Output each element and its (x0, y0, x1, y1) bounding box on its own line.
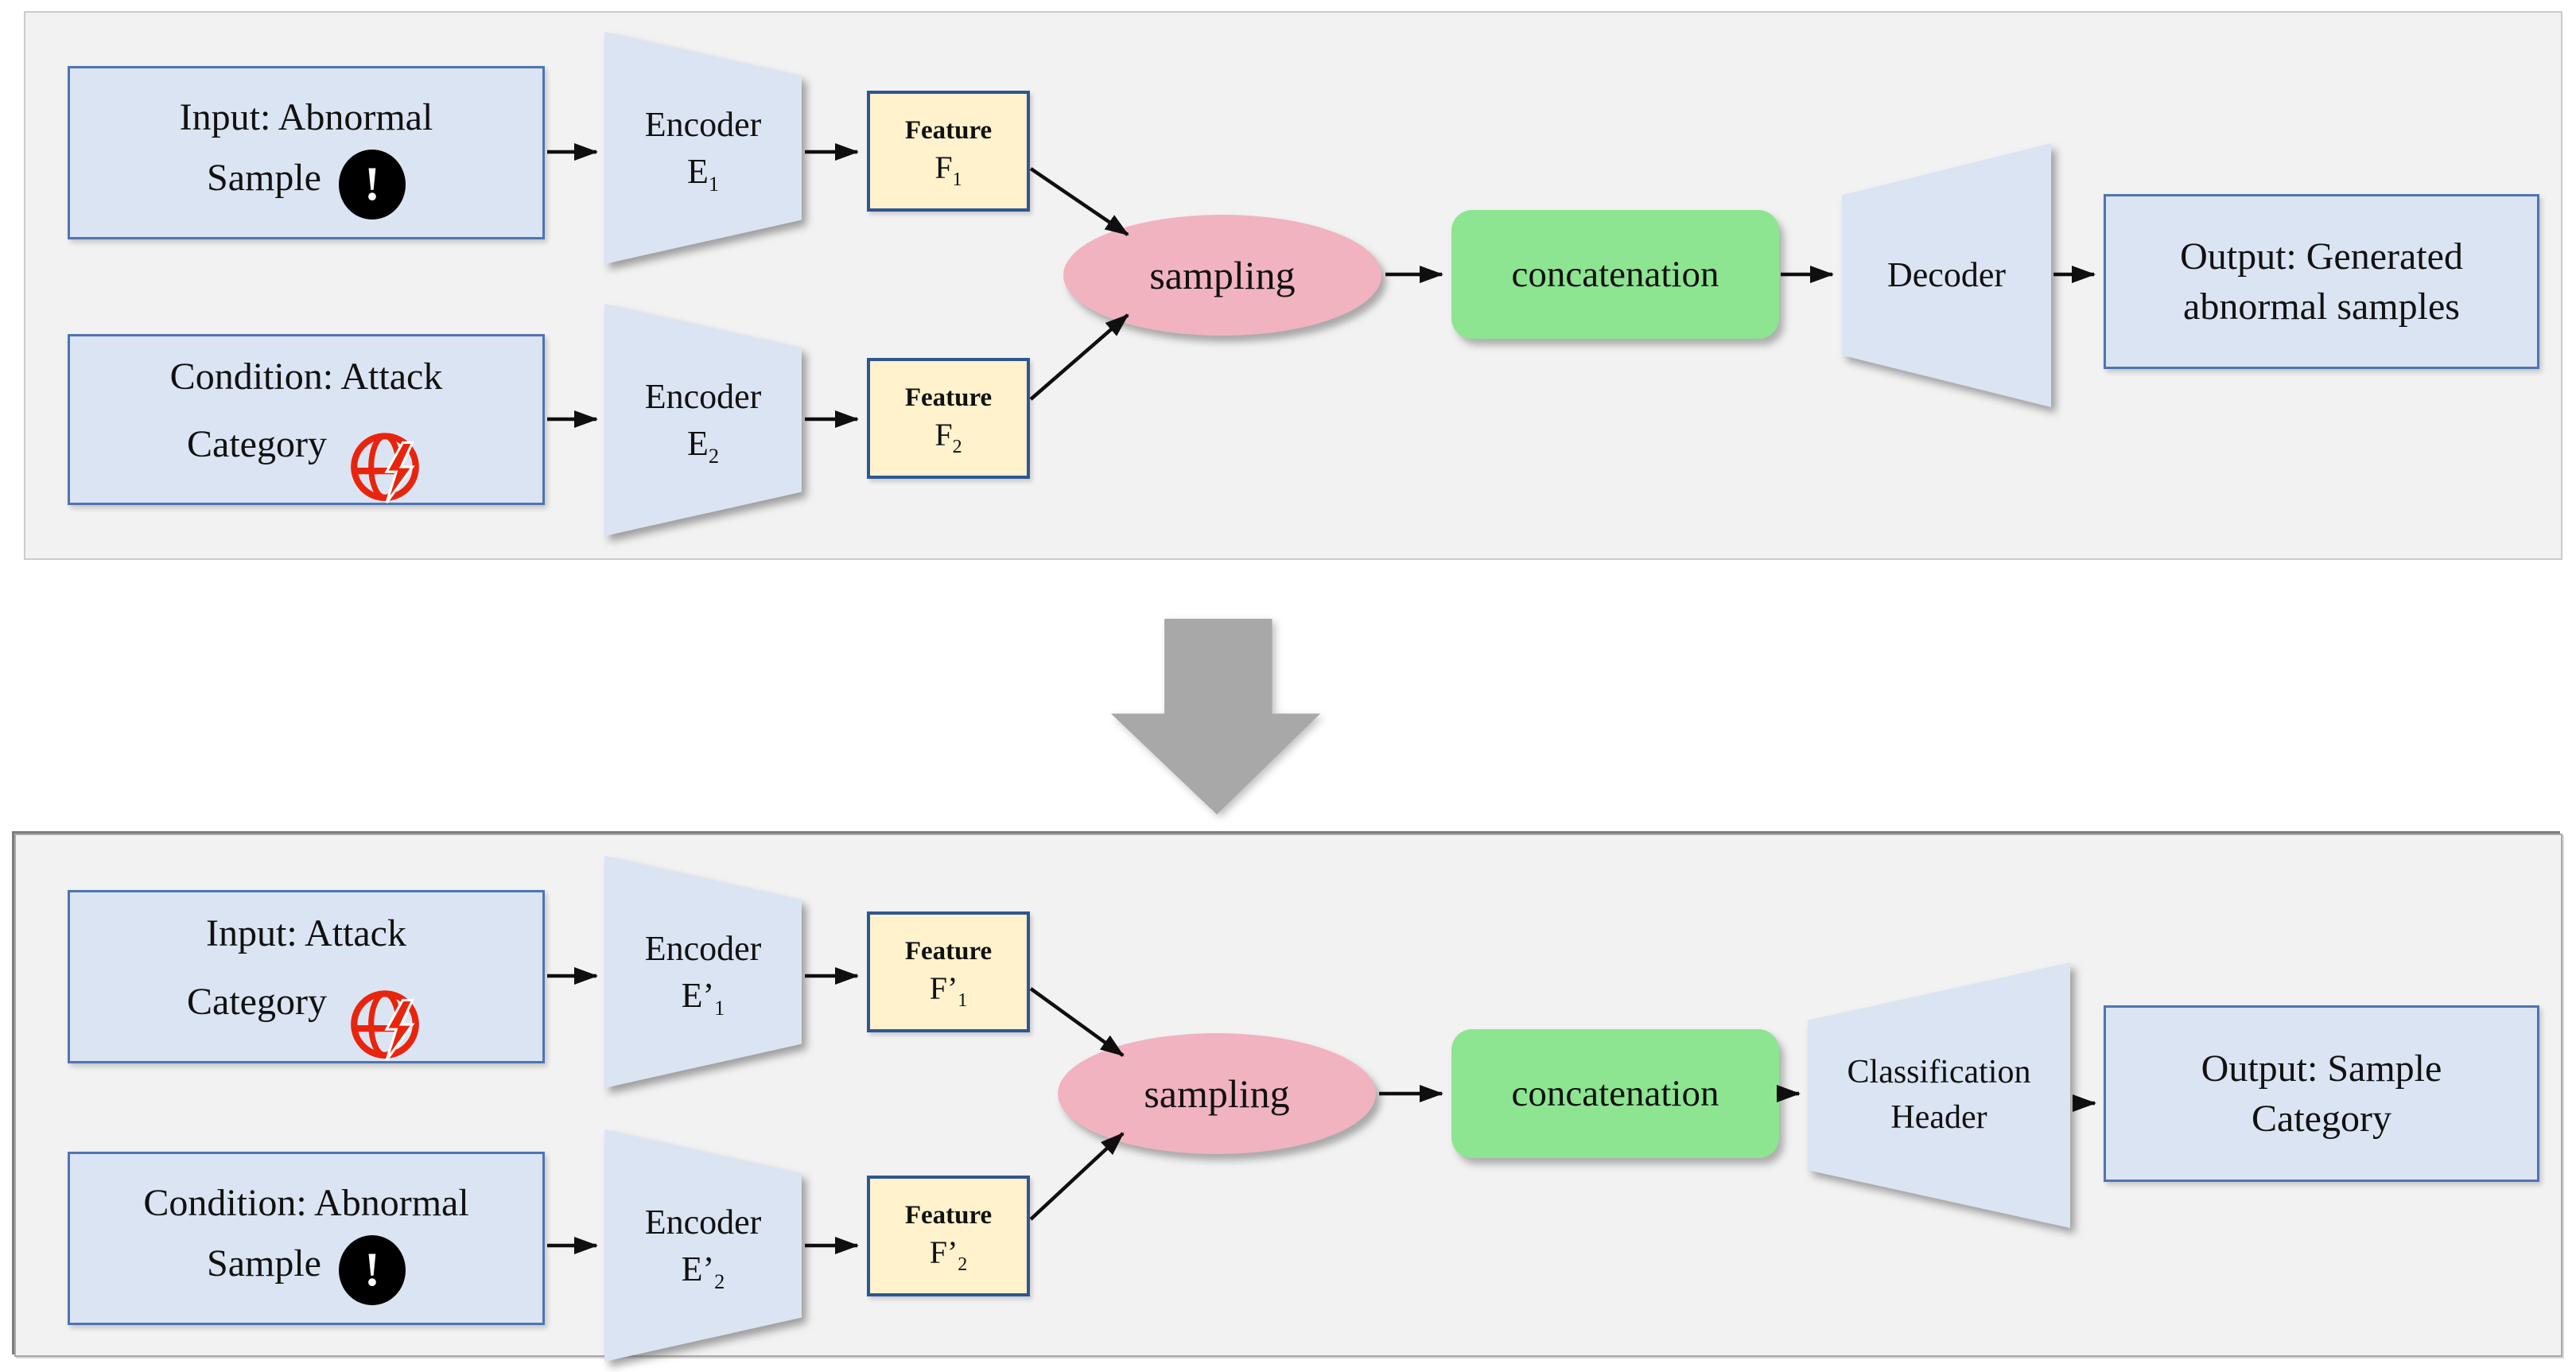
feature-f1-box: Feature F1 (867, 91, 1030, 212)
feature-f2-title: Feature (904, 383, 993, 412)
input2-box-line1: Input: Attack (206, 912, 406, 955)
encoder-e1p-symbol: E’1 (681, 976, 725, 1020)
encoder-e2-symbol: E2 (686, 424, 720, 468)
feature-f1-symbol: F1 (934, 150, 962, 191)
sampling-label: sampling (1144, 1071, 1290, 1116)
condition-box-line1: Condition: Attack (169, 355, 443, 398)
feature-f1-prime-box: Feature F’1 (867, 911, 1030, 1032)
input-box-line1: Input: Abnormal (179, 96, 433, 139)
input-attack-category-box: Input: Attack Category (68, 890, 545, 1063)
sampling-node-bottom: sampling (1058, 1033, 1376, 1154)
encoder-e2p-title: Encoder (644, 1202, 762, 1242)
concatenation-label: concatenation (1511, 254, 1719, 295)
feature-f2p-symbol: F’2 (929, 1234, 968, 1276)
encoder-e1-symbol: E1 (686, 152, 720, 196)
feature-f1-title: Feature (904, 115, 993, 145)
encoder-e2: Encoder E2 (604, 304, 802, 536)
classification-header-line2: Header (1890, 1099, 1987, 1136)
output-generated-samples-box: Output: Generated abnormal samples (2104, 194, 2539, 369)
decoder-label: Decoder (1886, 255, 2006, 295)
feature-f2-symbol: F2 (934, 417, 962, 458)
feature-f1p-symbol: F’1 (929, 970, 968, 1012)
encoder-e1-prime: Encoder E’1 (604, 856, 802, 1088)
concatenation-node-top: concatenation (1451, 210, 1779, 339)
input-abnormal-sample-box: Input: Abnormal Sample ! (68, 66, 545, 239)
encoder-e1: Encoder E1 (604, 32, 802, 264)
classification-header-line1: Classification (1847, 1054, 2031, 1091)
decoder: Decoder (1842, 143, 2051, 407)
exclamation-glyph: ! (363, 1243, 380, 1296)
condition2-box-line1: Condition: Abnormal (143, 1182, 469, 1225)
sampling-label: sampling (1149, 253, 1296, 297)
sampling-node-top: sampling (1063, 215, 1381, 336)
output-bottom-line1: Output: Sample (2201, 1047, 2442, 1090)
concatenation-label: concatenation (1511, 1073, 1719, 1114)
feature-f2-box: Feature F2 (867, 358, 1030, 479)
attack-icon (344, 422, 425, 508)
concatenation-node-bottom: concatenation (1451, 1029, 1779, 1158)
condition-abnormal-sample-box: Condition: Abnormal Sample ! (68, 1152, 545, 1325)
output-top-line2: abnormal samples (2183, 286, 2460, 328)
input2-box-line2: Category (187, 980, 327, 1023)
output-top-line1: Output: Generated (2180, 235, 2463, 278)
output-bottom-line2: Category (2252, 1098, 2391, 1140)
exclamation-icon: ! (338, 149, 406, 220)
down-arrow-icon (1111, 619, 1320, 814)
input-box-line2: Sample (207, 156, 321, 199)
condition-attack-category-box: Condition: Attack Category (68, 334, 545, 505)
feature-f2-prime-box: Feature F’2 (867, 1176, 1030, 1296)
attack-icon (344, 980, 425, 1066)
exclamation-glyph: ! (363, 157, 380, 211)
encoder-e2-prime: Encoder E’2 (604, 1129, 802, 1362)
feature-f2p-title: Feature (904, 1200, 993, 1230)
classification-header: Classification Header (1808, 962, 2070, 1228)
encoder-e1p-title: Encoder (644, 928, 762, 968)
condition-box-line2: Category (187, 423, 327, 466)
encoder-e2-title: Encoder (644, 376, 762, 416)
output-sample-category-box: Output: Sample Category (2104, 1005, 2539, 1182)
exclamation-icon: ! (338, 1234, 406, 1305)
encoder-e2p-symbol: E’2 (681, 1250, 725, 1293)
feature-f1p-title: Feature (904, 936, 993, 966)
stage-transition-arrow (1111, 619, 1320, 814)
encoder-e1-title: Encoder (644, 104, 762, 144)
condition2-box-line2: Sample (207, 1242, 321, 1285)
